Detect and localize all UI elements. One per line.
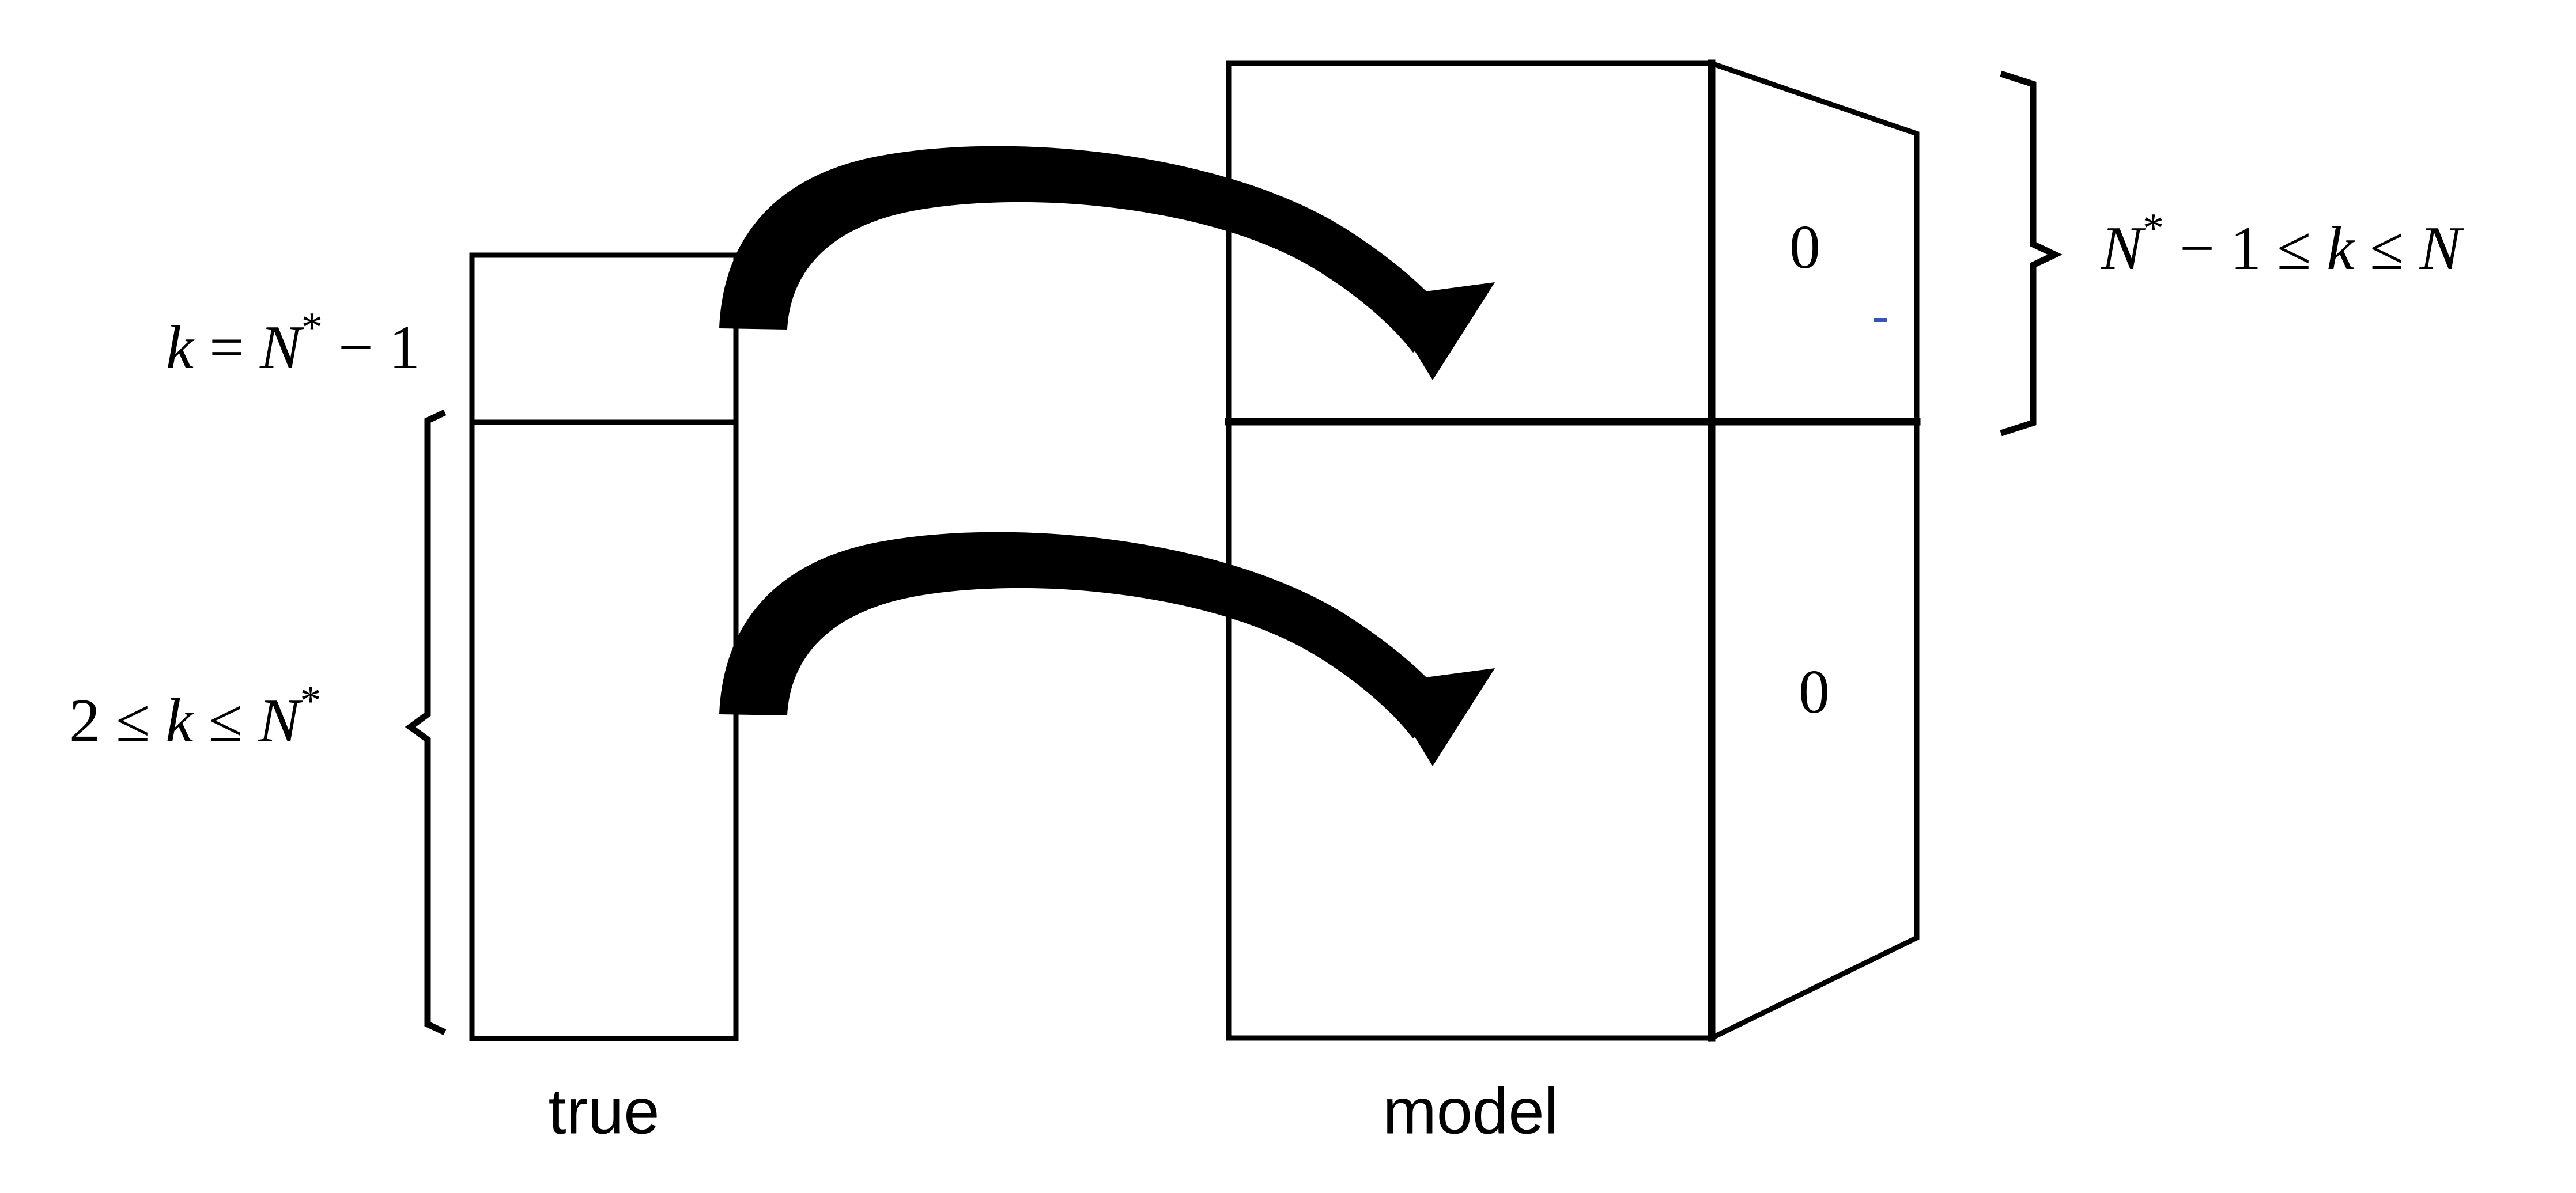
label-true-bottom-upper: ≤ bbox=[193, 687, 258, 755]
label-true-bottom-star: * bbox=[300, 677, 322, 725]
label-model-top-range: N* − 1 ≤ k ≤ N bbox=[2101, 205, 2464, 283]
true-column-group bbox=[469, 252, 739, 1041]
arrow-bottom bbox=[719, 532, 1495, 766]
arrow-bottom-head bbox=[1382, 668, 1495, 766]
true-column-caption: true bbox=[549, 1075, 660, 1147]
label-true-top-star: * bbox=[301, 304, 323, 351]
model-top-cell-value: 0 bbox=[1789, 213, 1820, 282]
label-true-bottom-lower: 2 ≤ bbox=[69, 687, 165, 755]
label-model-top-tail: ≤ bbox=[2354, 214, 2419, 283]
label-model-top-var: k bbox=[2326, 214, 2355, 283]
right-range-brace bbox=[2000, 70, 2063, 437]
label-true-top-rest: − 1 bbox=[323, 313, 420, 382]
model-bottom-side-panel bbox=[1709, 419, 1920, 1043]
left-range-brace bbox=[405, 410, 447, 1035]
label-true-top-n: N bbox=[259, 313, 305, 382]
arrow-top bbox=[719, 146, 1495, 380]
true-bottom-cell bbox=[469, 419, 739, 1041]
label-true-top-range: k = N* − 1 bbox=[166, 304, 420, 382]
label-true-bottom-range: 2 ≤ k ≤ N* bbox=[69, 677, 322, 755]
model-bottom-front-face bbox=[1226, 419, 1714, 1041]
label-true-top-eq: = bbox=[194, 313, 260, 382]
label-model-top-n2: N bbox=[2419, 214, 2464, 283]
label-model-top-star: * bbox=[2143, 205, 2164, 252]
model-bottom-cell-value: 0 bbox=[1799, 658, 1830, 726]
arrow-top-head bbox=[1382, 282, 1495, 380]
model-column-group bbox=[1225, 59, 1921, 1043]
label-true-top-var: k bbox=[166, 313, 195, 382]
label-model-top-mid: − 1 ≤ bbox=[2164, 214, 2326, 283]
stray-speck bbox=[1874, 318, 1887, 322]
true-top-cell bbox=[469, 252, 739, 425]
arrow-bottom-shaft bbox=[719, 532, 1453, 738]
label-true-bottom-n: N bbox=[258, 687, 304, 755]
model-column-caption: model bbox=[1383, 1075, 1558, 1147]
label-true-bottom-var: k bbox=[165, 687, 194, 755]
label-model-top-n: N bbox=[2101, 214, 2146, 283]
arrow-top-shaft bbox=[719, 146, 1453, 353]
